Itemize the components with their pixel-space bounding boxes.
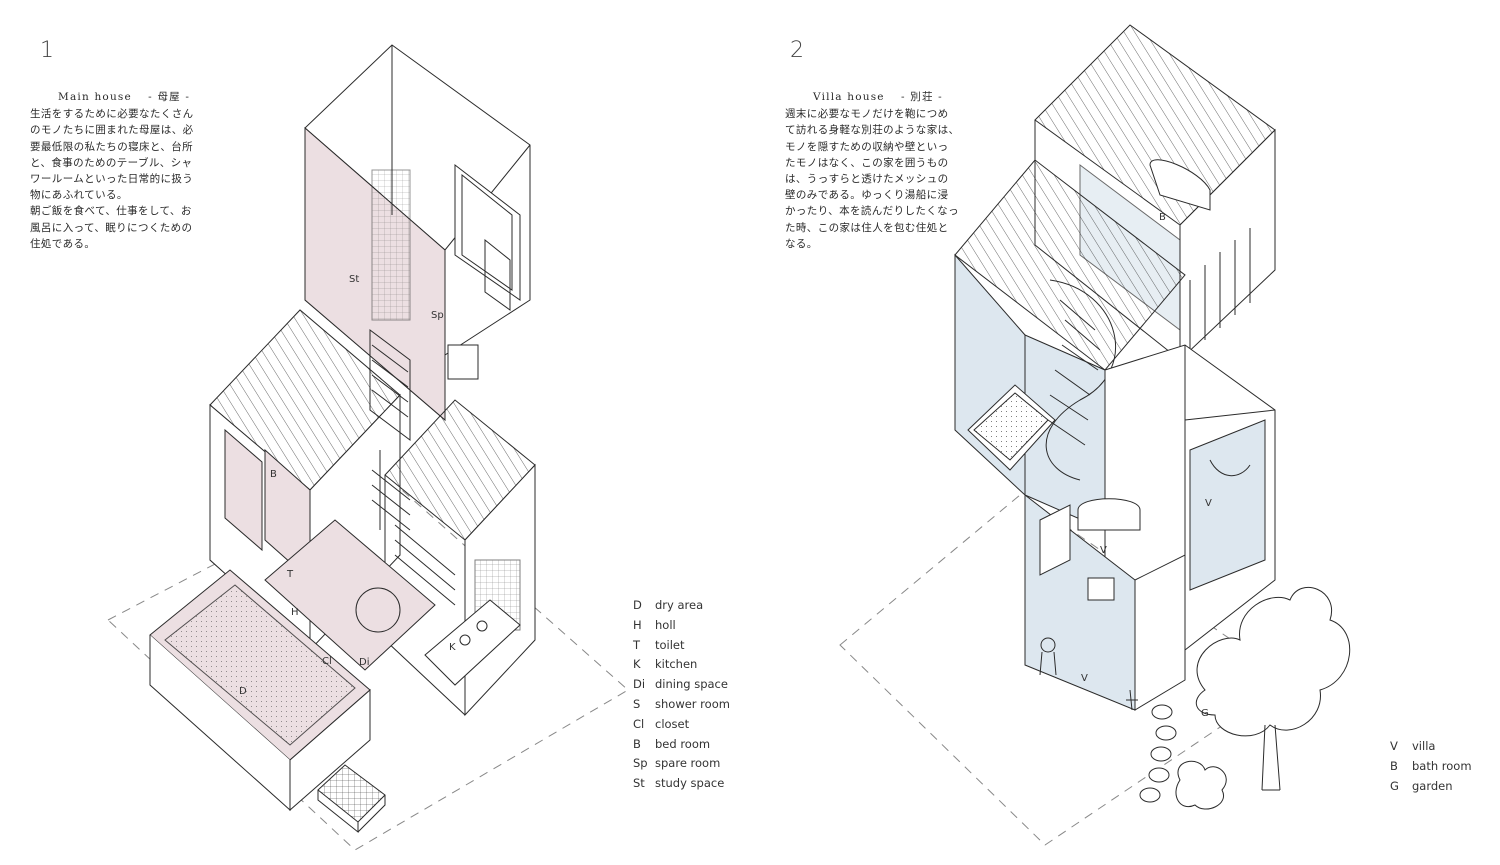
main-house-title: Main house - 母屋 - [58,91,191,103]
description-line: と、食事のためのテーブル、シャ [30,156,193,169]
legend-code: Sp [633,756,648,771]
legend-label: bath room [1412,758,1472,773]
legend-label: spare room [655,756,721,771]
description-line: は、うっすらと透けたメッシュの [785,173,949,186]
main-stair [369,329,411,441]
legend-code: V [1390,739,1398,753]
panel-number: 2 [790,38,804,63]
main-room-labels: St Sp B T H Cl Di K D [239,274,456,697]
legend-code: H [633,617,642,632]
legend-label: holl [655,617,676,632]
description-line: 壁のみである。ゆっくり湯船に浸 [785,189,949,202]
description-line: なる。 [785,237,818,250]
room-label: St [349,274,359,285]
legend-code: Cl [633,716,645,731]
legend-label: closet [655,716,690,731]
description-line: のモノたちに囲まれた母屋は、必 [30,124,194,137]
room-label: K [449,642,456,653]
legend-label: bed room [655,736,711,751]
room-label: V [1100,545,1107,556]
legend-label: dry area [655,598,704,612]
legend-code: T [633,637,641,652]
legend-label: kitchen [655,657,698,672]
villa-house-description: Villa house - 別荘 - 週末に必要なモノだけを鞄につめ て訪れる身… [785,89,985,252]
legend-code: B [1390,758,1398,773]
description-line: た時、この家は住人を包む住処と [785,221,949,234]
room-label: Di [359,657,369,668]
description-line: 朝ご飯を食べて、仕事をして、お [30,205,192,218]
description-line: かったり、本を読んだりしたくなっ [785,205,959,218]
main-house-drawing [107,44,629,851]
description-line: ワールームといった日常的に扱う [30,173,194,186]
legend-code: G [1390,778,1399,793]
legend-code: K [633,657,641,672]
description-line: 物にあふれている。 [30,189,128,202]
legend-code: Di [633,677,646,692]
legend-row: Sp spare room [633,756,730,776]
room-label: V [1205,498,1212,509]
description-line: 住処である。 [30,237,96,250]
description-line: 要最低限の私たちの寝床と、台所 [30,140,194,153]
description-line: たモノはなく、この家を囲うもの [785,156,949,169]
villa-house-title: Villa house - 別荘 - [813,91,943,103]
legend-code: B [633,736,641,751]
legend-label: dining space [655,677,728,692]
legend-code: St [633,776,645,791]
room-label: B [1159,212,1166,223]
villa-spiral-stair [1045,279,1117,481]
room-label: Sp [431,310,444,321]
room-label: H [291,607,299,618]
room-label: B [270,469,277,480]
room-label: D [239,686,247,697]
villa-mid-roof [954,159,1186,371]
legend-code: D [633,598,642,612]
room-label: G [1201,708,1209,719]
description-line: て訪れる身軽な別荘のような家は、 [785,124,960,137]
villa-house-drawing [839,24,1351,846]
legend-label: garden [1412,778,1453,793]
legend-row: Di dining space [633,677,730,697]
legend-label: shower room [655,696,730,711]
garden-tree [1195,586,1351,737]
legend-row: St study space [633,776,730,796]
description-line: 生活をするために必要なたくさん [30,108,194,121]
room-label: T [286,569,294,580]
legend-row: Cl closet [633,717,730,737]
legend-label: study space [655,776,725,791]
room-label: V [1081,673,1088,684]
main-house-description: Main house - 母屋 - 生活をするために必要なたくさん のモノたちに… [30,89,230,252]
legend-code: S [633,696,641,711]
legend-label: toilet [655,637,685,652]
description-line: 風呂に入って、眠りにつくための [30,221,193,234]
description-line: モノを隠すための収納や壁といっ [785,140,949,153]
panel-number: 1 [40,38,54,63]
description-line: 週末に必要なモノだけを鞄につめ [785,108,949,121]
legend-label: villa [1412,739,1436,753]
room-label: Cl [322,656,332,667]
villa-room-labels: B V V V G [1081,212,1212,719]
